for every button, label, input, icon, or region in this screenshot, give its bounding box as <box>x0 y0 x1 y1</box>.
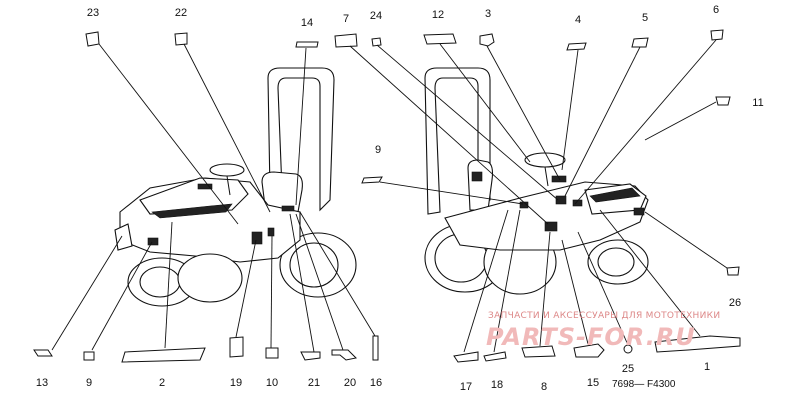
part-15-label <box>573 343 605 358</box>
watermark-tagline: ЗАПЧАСТИ И АКСЕССУАРЫ ДЛЯ МОТОТЕХНИКИ <box>488 311 720 321</box>
part-9a-label <box>361 176 383 184</box>
callout-20: 20 <box>344 377 356 389</box>
callout-11: 11 <box>752 97 763 109</box>
callout-7: 7 <box>343 13 349 25</box>
part-19-label <box>229 336 244 358</box>
label-parts-top <box>85 29 740 276</box>
part-22-label <box>174 32 188 46</box>
callout-24: 24 <box>370 10 382 22</box>
part-17-label <box>453 351 479 363</box>
part-11-label <box>715 96 731 106</box>
watermark-logo: PARTS-FOR.RU <box>486 323 696 351</box>
callout-10: 10 <box>266 377 278 389</box>
part-7-label <box>334 33 358 48</box>
diagram-code: 7698— F4300 <box>612 379 676 390</box>
callout-8: 8 <box>541 381 547 393</box>
callout-numbers: 23 22 14 7 24 12 3 4 5 6 11 9 26 13 9 2 … <box>36 4 764 393</box>
callout-19: 19 <box>230 377 242 389</box>
part-18-label <box>483 351 507 362</box>
part-1-label <box>654 335 741 353</box>
tractor-left-view <box>114 67 357 307</box>
callout-9-bottom: 9 <box>86 377 92 389</box>
part-26-label <box>726 266 740 276</box>
callout-18: 18 <box>491 379 503 391</box>
callout-1: 1 <box>704 361 710 373</box>
part-8-label <box>521 345 556 358</box>
callout-5: 5 <box>642 12 648 24</box>
callout-14: 14 <box>301 17 313 29</box>
callout-21: 21 <box>308 377 320 389</box>
leader-lines <box>51 39 728 353</box>
callout-12: 12 <box>432 9 444 21</box>
part-5-label <box>631 37 649 48</box>
callout-13: 13 <box>36 377 48 389</box>
callout-4: 4 <box>575 14 581 26</box>
callout-26: 26 <box>729 297 741 309</box>
part-4-label <box>566 42 587 51</box>
tractor-right-view <box>424 67 649 295</box>
part-2-label <box>121 347 206 363</box>
part-23-label <box>85 31 100 47</box>
part-9b-label <box>83 351 95 361</box>
callout-9-top: 9 <box>375 144 381 156</box>
callout-15: 15 <box>587 377 599 389</box>
part-12-label <box>423 33 457 45</box>
callout-3: 3 <box>485 8 491 20</box>
callout-2: 2 <box>159 377 165 389</box>
callout-22: 22 <box>175 7 187 19</box>
part-24-label <box>371 37 382 47</box>
label-parts-bottom <box>33 335 741 363</box>
callout-16: 16 <box>370 377 382 389</box>
part-6-label <box>710 29 724 41</box>
callout-17: 17 <box>460 381 472 393</box>
part-13-label <box>33 349 53 357</box>
part-14-label <box>295 41 319 48</box>
callout-6: 6 <box>713 4 719 16</box>
part-10-label <box>265 347 279 359</box>
part-3-label <box>479 33 495 47</box>
part-21-label <box>300 351 321 361</box>
part-20-label <box>331 349 358 361</box>
part-16-label <box>372 335 379 361</box>
callout-23: 23 <box>87 7 99 19</box>
callout-25: 25 <box>622 363 634 375</box>
